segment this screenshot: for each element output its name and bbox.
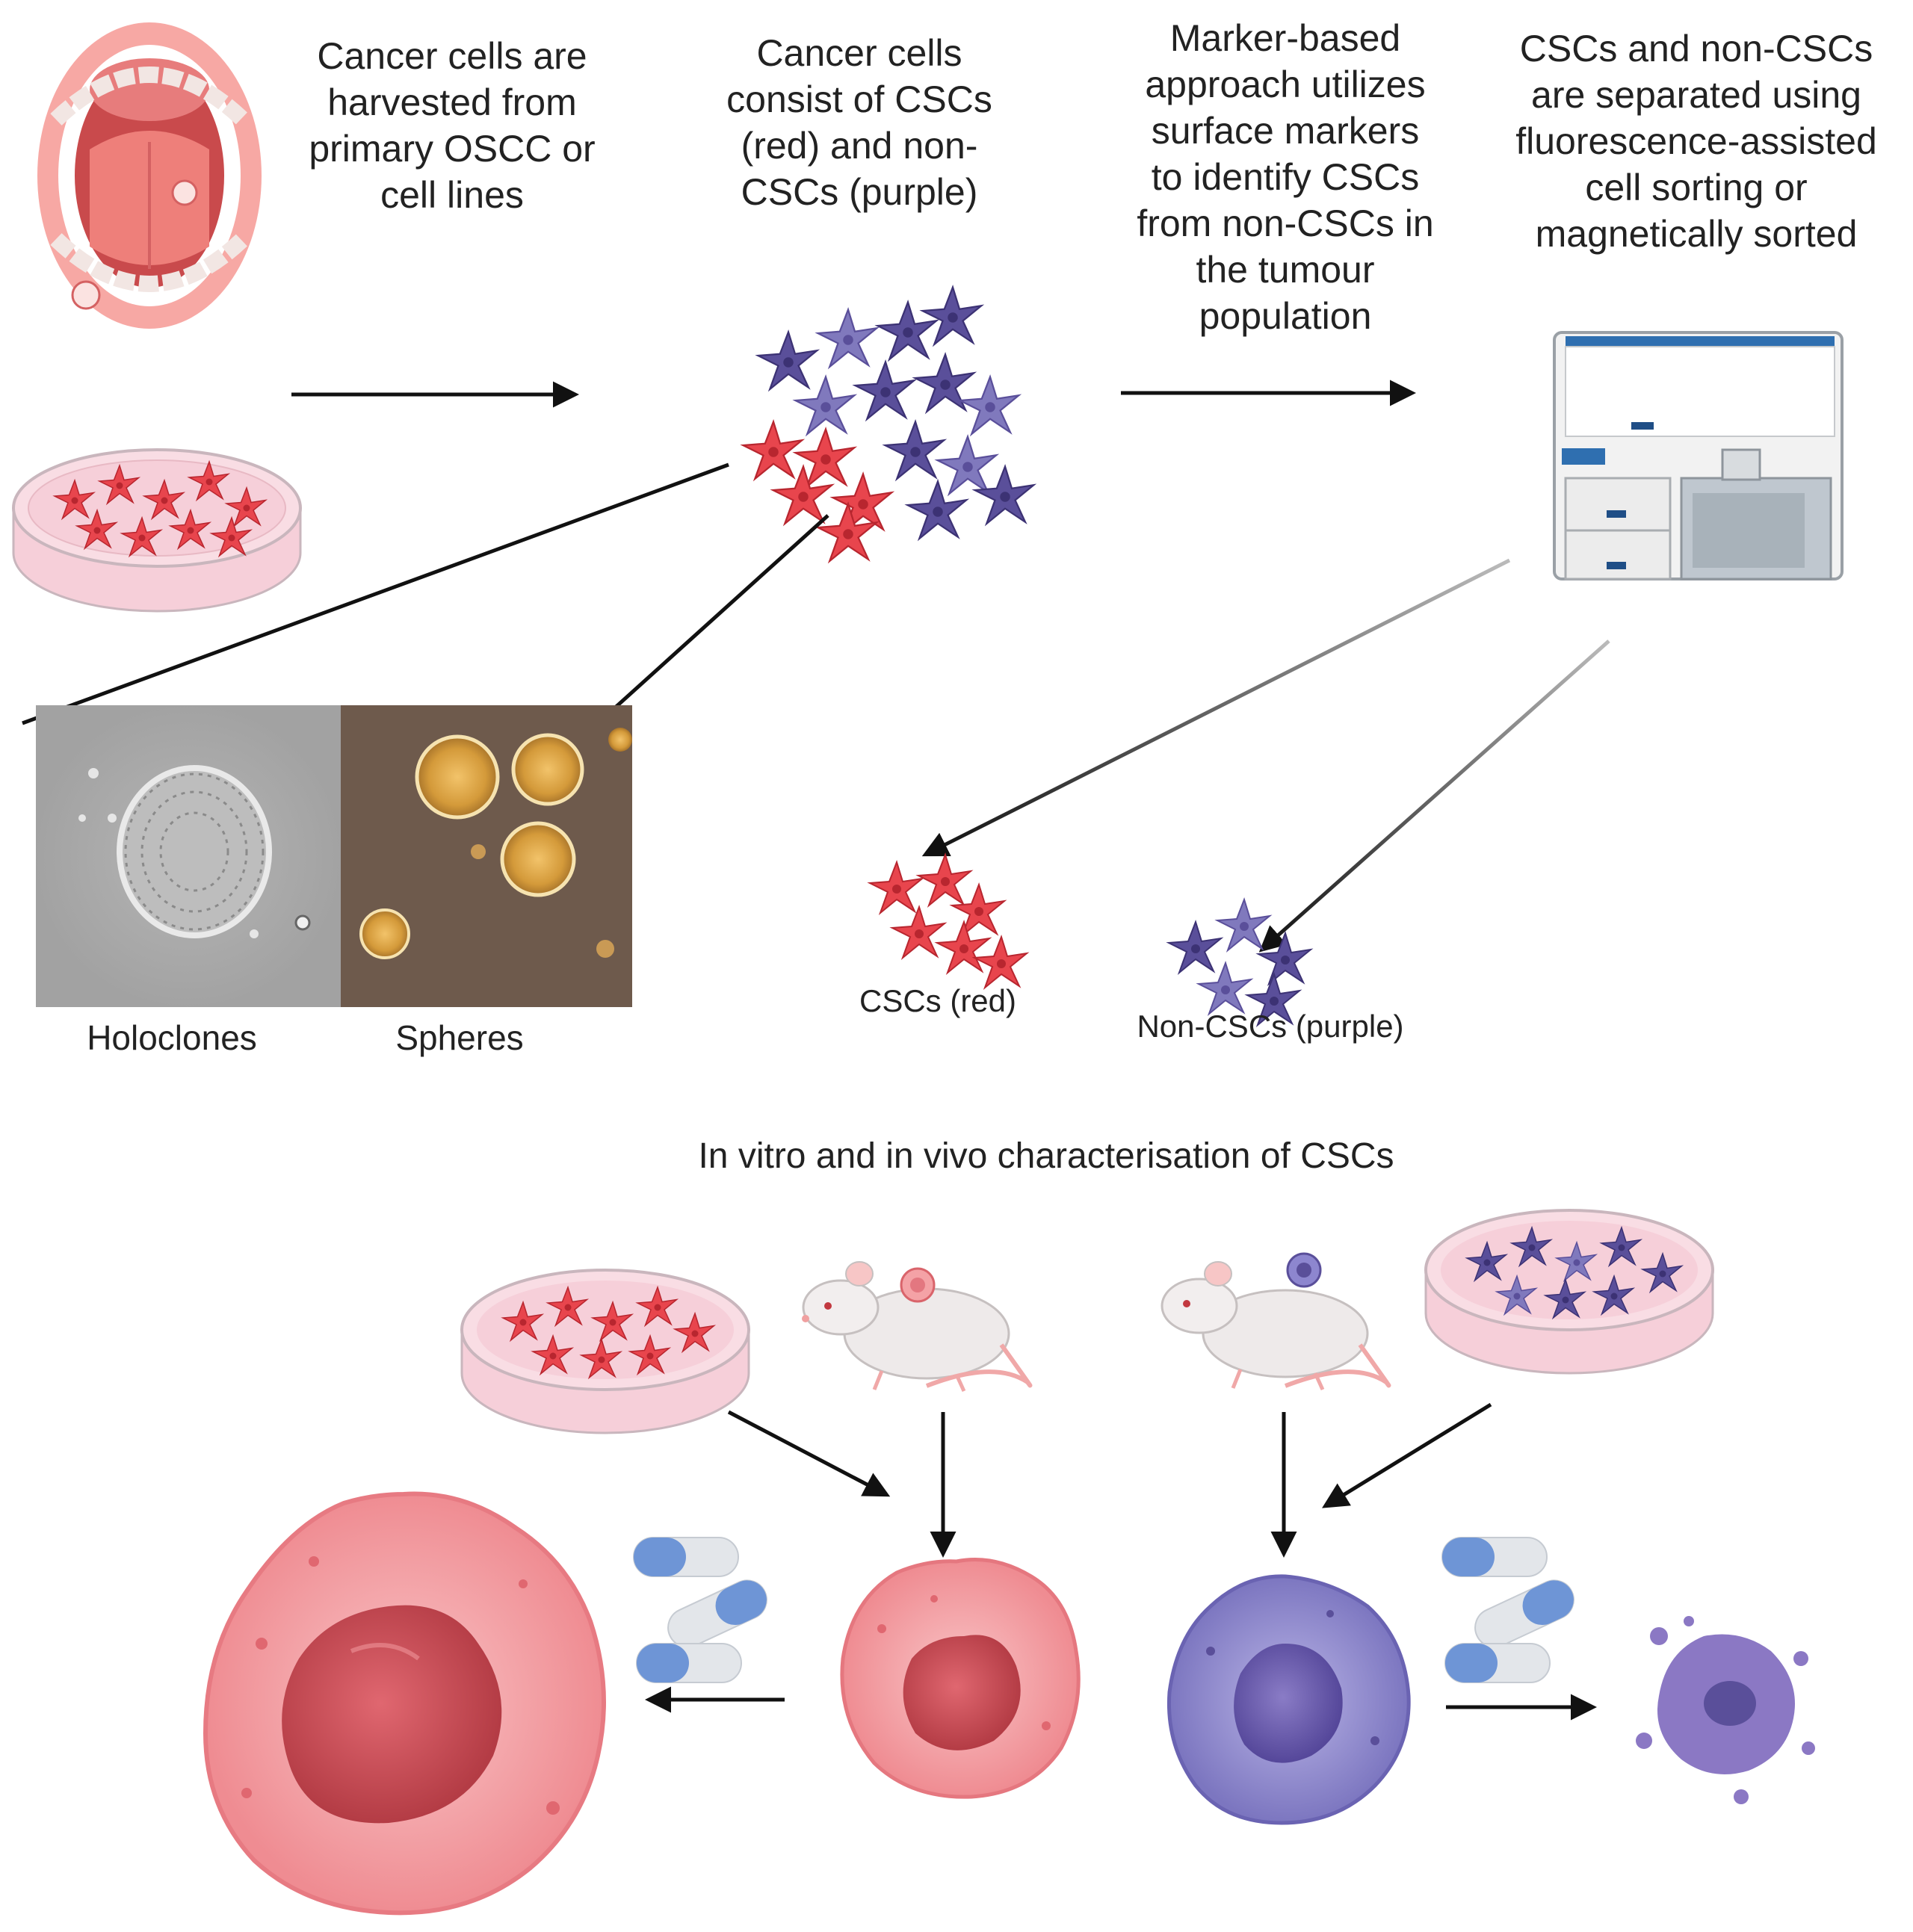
section-title: In vitro and in vivo characterisation of… <box>698 1136 1394 1176</box>
mouse-purple-tumour-icon <box>1161 1252 1391 1391</box>
petri-dish-purple-bottom <box>1424 1209 1714 1375</box>
step-harvest-caption: Cancer cells are harvested from primary … <box>309 35 596 216</box>
step-marker-caption: Marker-based approach utilizes surface m… <box>1137 17 1434 337</box>
holoclones-image <box>36 705 341 1007</box>
mixed-cell-population <box>742 286 1035 563</box>
sorted-cscs-cluster <box>869 854 1027 988</box>
csc-cell-icon <box>840 1558 1081 1799</box>
cscs-label: CSCs (red) <box>859 983 1017 1018</box>
spheres-label: Spheres <box>395 1018 524 1057</box>
drug-capsules-right-icon <box>1441 1537 1574 1683</box>
non-csc-cell-icon <box>1166 1574 1411 1825</box>
apoptotic-cell-icon <box>1636 1616 1815 1804</box>
spheres-image <box>341 705 632 1007</box>
step-separate-caption: CSCs and non-CSCs are separated using fl… <box>1515 28 1877 255</box>
holoclones-label: Holoclones <box>87 1018 257 1057</box>
mouse-red-tumour-icon <box>802 1261 1033 1393</box>
sorted-non-cscs-cluster <box>1168 899 1311 1026</box>
drug-capsules-left-icon <box>633 1537 767 1683</box>
petri-dish-red-bottom <box>460 1269 750 1434</box>
enlarged-csc-cell-icon <box>203 1491 606 1916</box>
petri-dish-red-cells <box>12 448 302 613</box>
non-cscs-label: Non-CSCs (purple) <box>1137 1009 1404 1044</box>
open-mouth-icon <box>37 22 262 329</box>
step-consist-caption: Cancer cells consist of CSCs (red) and n… <box>726 32 992 213</box>
cell-sorter-machine-icon <box>1553 331 1844 580</box>
